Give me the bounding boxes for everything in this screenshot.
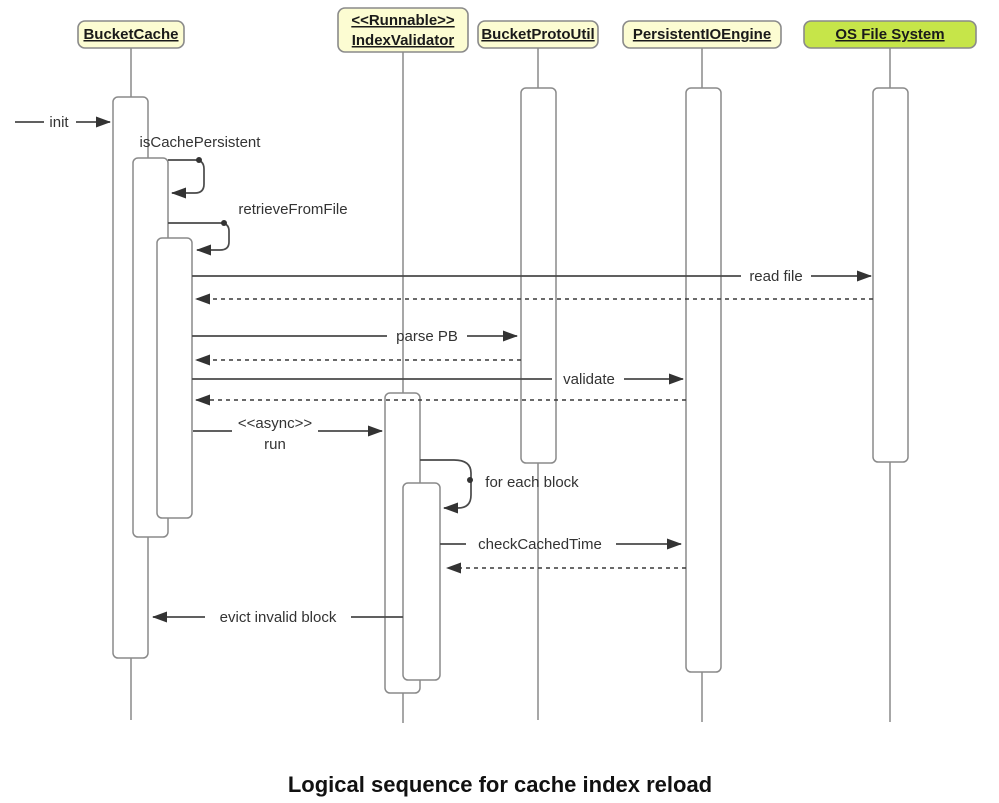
participant-label-osfilesystem: OS File System: [835, 26, 944, 43]
message-async-run-label: run: [264, 436, 286, 453]
diagram-caption: Logical sequence for cache index reload: [288, 772, 712, 797]
participant-label-persistentioengine: PersistentIOEngine: [633, 26, 771, 43]
participant-osfilesystem: OS File System: [803, 20, 977, 49]
message-checkcachedtime: checkCachedTime: [440, 536, 682, 553]
message-iscachepersistent: isCachePersistent: [140, 134, 262, 199]
message-readfile-label: read file: [749, 268, 802, 285]
activation-osfilesystem: [872, 87, 909, 463]
activation-persistentioengine: [685, 87, 722, 673]
participant-box-indexvalidator: [337, 7, 469, 53]
message-parsepb: parse PB: [192, 328, 518, 345]
message-retrievefromfile: retrieveFromFile: [168, 201, 348, 256]
message-iscachepersistent-label: isCachePersistent: [140, 134, 262, 151]
message-foreachblock-label: for each block: [485, 474, 579, 491]
activation-bucketcache-nested2: [156, 237, 193, 519]
participant-box-bucketcache: [77, 20, 185, 49]
participant-persistentioengine: PersistentIOEngine: [622, 20, 782, 49]
loop-dot: [196, 157, 202, 163]
participant-label-bucketprotoutil: BucketProtoUtil: [481, 26, 594, 43]
message-readfile: read file: [192, 268, 872, 285]
message-init-label: init: [49, 114, 69, 131]
participant-box-persistentioengine: [622, 20, 782, 49]
message-parsepb-label: parse PB: [396, 328, 458, 345]
participant-box-osfilesystem: [803, 20, 977, 49]
loop-dot: [467, 477, 473, 483]
loop-dot: [221, 220, 227, 226]
participant-box-bucketprotoutil: [477, 20, 599, 49]
message-async-run: <<async>> run: [193, 415, 383, 453]
message-checkcachedtime-label: checkCachedTime: [478, 536, 602, 553]
message-foreachblock: for each block: [420, 459, 579, 514]
message-evictinvalidblock: evict invalid block: [152, 609, 403, 626]
participant-bucketcache: BucketCache: [77, 20, 185, 49]
participant-bucketprotoutil: BucketProtoUtil: [477, 20, 599, 49]
message-retrievefromfile-label: retrieveFromFile: [238, 201, 347, 218]
message-validate-label: validate: [563, 371, 615, 388]
activation-indexvalidator-nested: [402, 482, 441, 681]
participant-indexvalidator: <<Runnable>> IndexValidator: [337, 7, 469, 53]
message-init: init: [15, 114, 111, 131]
message-evictinvalidblock-label: evict invalid block: [220, 609, 337, 626]
participant-stereotype-indexvalidator: <<Runnable>>: [351, 12, 455, 29]
participant-label-indexvalidator: IndexValidator: [352, 32, 455, 49]
participant-label-bucketcache: BucketCache: [83, 26, 178, 43]
message-async-stereotype: <<async>>: [238, 415, 312, 432]
message-validate: validate: [192, 371, 684, 388]
